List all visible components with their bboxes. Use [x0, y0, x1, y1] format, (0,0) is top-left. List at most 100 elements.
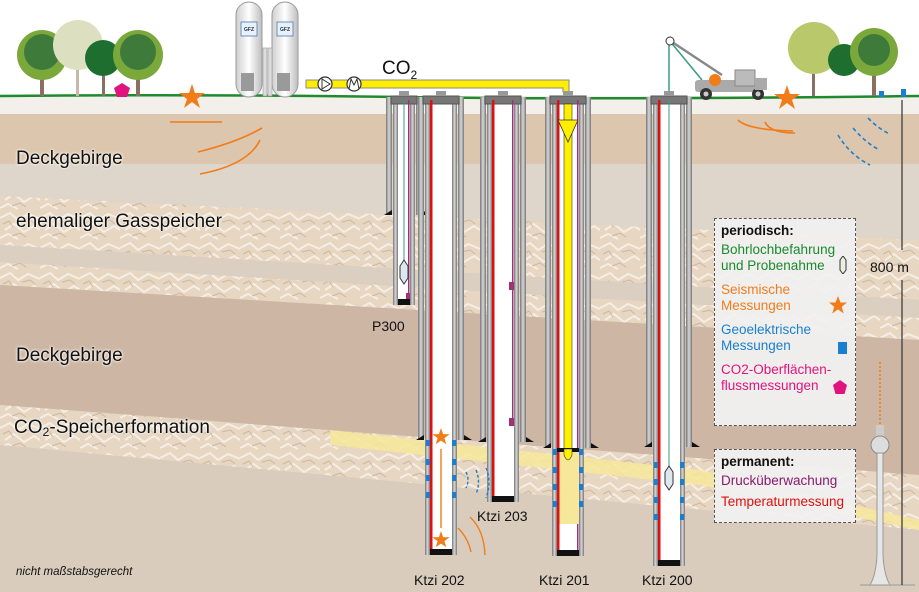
seismic-source-left [170, 84, 263, 175]
temperature-cable [557, 100, 560, 550]
inner-casing [680, 97, 685, 566]
scale-note: nicht maßstabsgerecht [16, 566, 133, 578]
bottom-plug [398, 299, 410, 305]
legend-permanent-header: permanent: [721, 454, 795, 469]
inner-casing [653, 97, 658, 566]
layer-label-cap-rock-upper: Deckgebirge [16, 148, 123, 169]
electrode-icon [426, 440, 430, 446]
electrode-icon [553, 449, 557, 455]
casing-shoe [416, 435, 424, 440]
legend-permanent: permanent: Drucküberwachung Temperaturme… [714, 449, 856, 523]
sonde-icon [664, 465, 674, 491]
electrode-icon [452, 459, 456, 465]
borehole [430, 97, 452, 555]
well-label-ktzi-201: Ktzi 201 [539, 572, 590, 588]
outer-casing [646, 97, 652, 447]
co2-pipeline: CO2 [305, 58, 570, 93]
flux-measurement-pentagon-icon [114, 83, 130, 97]
casing-shoe [543, 443, 551, 448]
tubing-end [563, 448, 573, 461]
pressure-sensor [406, 293, 410, 299]
electrode-icon [452, 492, 456, 498]
tank-brand-label: GFZ [280, 27, 290, 33]
outer-casing [545, 97, 551, 448]
wellhead-cap [664, 91, 674, 96]
casing-shoe [526, 437, 534, 442]
layer-label-cap-rock-lower: Deckgebirge [16, 345, 123, 366]
co2-storage-formation [0, 405, 919, 530]
inner-casing [552, 97, 557, 556]
layer-label-former-gas-storage: ehemaliger Gasspeicher [16, 211, 222, 232]
wellhead-cap [436, 91, 446, 96]
well-label-ktzi-200: Ktzi 200 [642, 572, 693, 588]
legend-item-pressure: Drucküberwachung [721, 473, 838, 488]
bottom-plug [492, 496, 514, 502]
bottom-plug [658, 560, 680, 566]
inner-casing [487, 97, 492, 502]
star-icon [432, 428, 450, 445]
star-icon [774, 85, 800, 109]
casing-shoe [692, 442, 700, 447]
trees-right [788, 22, 906, 97]
wellhead [422, 95, 460, 105]
temperature-cable [430, 100, 433, 549]
outer-casing [686, 97, 692, 447]
electrode-icon [553, 484, 557, 490]
logging-truck [665, 36, 767, 110]
electrode-icon [553, 467, 557, 473]
pentagon-icon [833, 380, 847, 394]
inner-casing [452, 97, 457, 555]
casing-shoe [478, 437, 486, 442]
inner-casing [425, 97, 430, 555]
legend-periodic-header: periodisch: [721, 223, 794, 238]
legend-item-temperature: Temperaturmessung [721, 494, 845, 509]
trees-left [17, 20, 163, 97]
legend-item-co2-flux: CO2-Oberflächen-flussmessungen [721, 362, 849, 394]
electrode-icon [579, 484, 583, 490]
tv-tower-scale-reference [860, 362, 915, 586]
electrode-icon [426, 492, 430, 498]
electrode-icon [579, 467, 583, 473]
sonde-icon [399, 259, 409, 285]
wells-group [384, 91, 700, 566]
casing-shoe [644, 442, 652, 447]
electrode-icon [426, 475, 430, 481]
pressure-line [577, 100, 579, 550]
electrode-icon [680, 479, 684, 485]
geoelectric-sensor-icon [901, 89, 906, 97]
electrode-icon [680, 462, 684, 468]
well-label-p300: P300 [372, 318, 405, 334]
layer-label-co2-storage-formation: CO2-Speicherformation [14, 417, 210, 439]
borehole [492, 97, 514, 502]
well-label-ktzi-202: Ktzi 202 [414, 572, 465, 588]
temperature-cable [492, 100, 495, 496]
outer-casing [418, 97, 424, 440]
depth-scale-bar: 800 m [870, 100, 909, 585]
inner-casing [410, 97, 415, 305]
inner-casing [393, 97, 398, 305]
wellhead-cap [498, 91, 508, 96]
pipeline-co2-label: CO2 [382, 58, 418, 82]
co2-plume [330, 430, 919, 530]
sonde-icon [839, 256, 847, 274]
star-icon [432, 531, 450, 548]
tank-brand-label: GFZ [244, 27, 254, 33]
well-label-ktzi-203: Ktzi 203 [477, 508, 528, 524]
electrode-icon [579, 501, 583, 507]
geoelectric-sensor-icon [879, 91, 884, 97]
electrode-icon [426, 459, 430, 465]
wellhead-cap [399, 91, 409, 96]
outer-casing [458, 97, 464, 440]
bottom-plug [430, 549, 452, 555]
wellhead [549, 95, 587, 105]
co2-injection-tubing [563, 103, 573, 450]
depth-scale-label: 800 m [870, 259, 909, 275]
square-icon [838, 342, 847, 354]
inner-casing [579, 97, 584, 556]
electrode-icon [654, 479, 658, 485]
pressure-sensor [509, 418, 514, 426]
wellhead [484, 95, 522, 105]
